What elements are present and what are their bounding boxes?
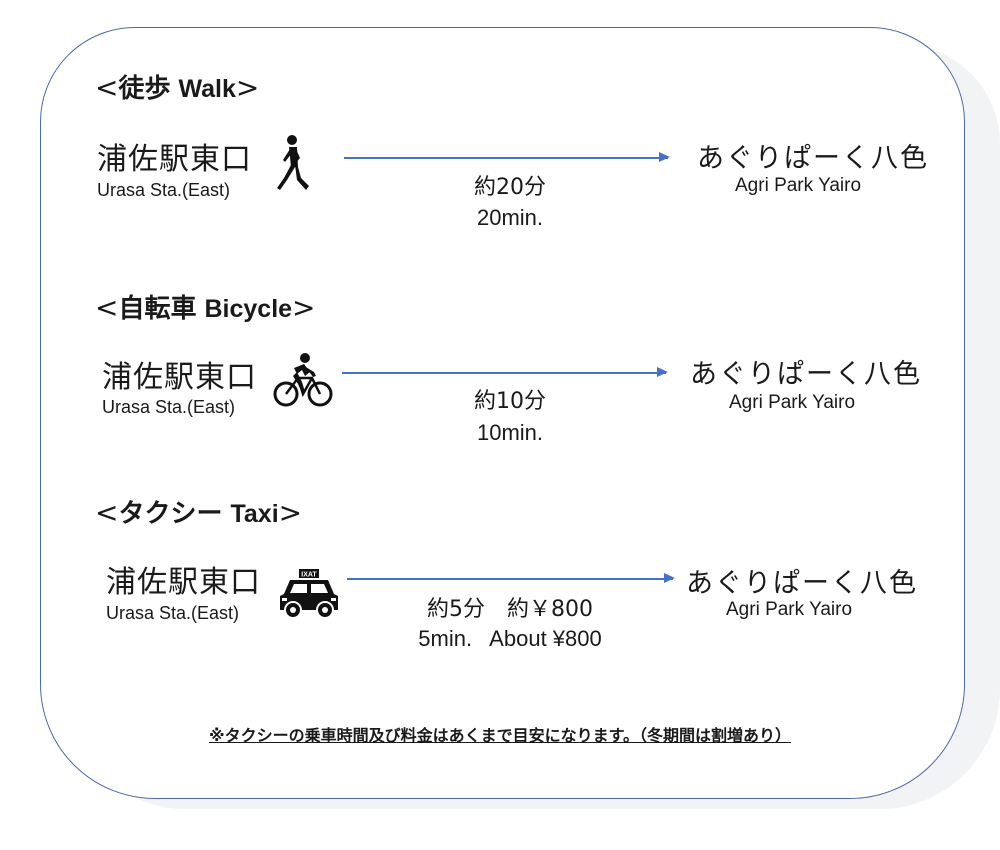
- walk-from-en: Urasa Sta.(East): [97, 180, 231, 200]
- taxi-icon: IXAT: [280, 569, 338, 619]
- walking-person-icon: [277, 135, 309, 190]
- bicycle-from-jp: 浦佐駅東口: [102, 360, 257, 395]
- bracket-close: >: [278, 496, 303, 529]
- taxi-from-en: Urasa Sta.(East): [106, 603, 240, 623]
- walk-to-en: Agri Park Yairo: [735, 175, 862, 196]
- bracket-open: <: [95, 71, 119, 104]
- taxi-time-jp: 約5分 約￥800: [427, 597, 593, 622]
- fare-note: ※タクシーの乗車時間及び料金はあくまで目安になります。（冬期間は割増あり）: [209, 726, 791, 745]
- bicycle-to-jp: あぐりぱーく八色: [690, 359, 922, 390]
- heading-bicycle-en: Bicycle: [204, 295, 293, 323]
- access-card: [40, 27, 965, 799]
- heading-bicycle-jp: 自転車: [118, 294, 197, 324]
- walk-time-jp: 約20分: [474, 175, 546, 200]
- bicycle-from-en: Urasa Sta.(East): [102, 397, 236, 417]
- heading-taxi-en: Taxi: [230, 500, 279, 528]
- bicycle-to-en: Agri Park Yairo: [729, 392, 856, 413]
- bracket-open: <: [95, 291, 119, 324]
- heading-walk-jp: 徒歩: [118, 74, 171, 104]
- walk-to-jp: あぐりぱーく八色: [697, 143, 929, 174]
- walk-time-en: 20min.: [476, 205, 544, 230]
- bicycle-time-en: 10min.: [476, 420, 544, 445]
- walk-from-jp: 浦佐駅東口: [97, 142, 252, 177]
- bracket-close: >: [292, 291, 316, 324]
- cyclist-icon: [273, 353, 333, 407]
- taxi-sign-text: IXAT: [301, 572, 317, 579]
- taxi-from-jp: 浦佐駅東口: [106, 565, 261, 600]
- taxi-time-en: 5min. About ¥800: [418, 626, 602, 651]
- taxi-to-en: Agri Park Yairo: [726, 599, 853, 620]
- bicycle-arrow: [342, 368, 668, 376]
- bracket-open: <: [95, 496, 119, 529]
- taxi-to-jp: あぐりぱーく八色: [686, 568, 918, 599]
- heading-taxi-jp: タクシー: [118, 499, 223, 529]
- walk-arrow: [344, 153, 670, 161]
- bicycle-time-jp: 約10分: [474, 389, 546, 414]
- heading-walk-en: Walk: [178, 75, 236, 103]
- taxi-arrow: [347, 574, 675, 582]
- bracket-close: >: [235, 71, 260, 104]
